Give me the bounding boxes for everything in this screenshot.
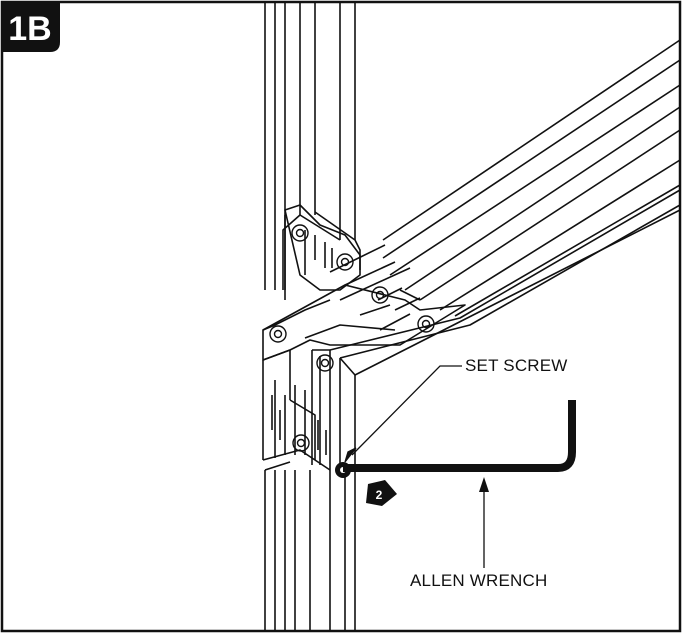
set-screw-label: SET SCREW <box>465 356 568 375</box>
allen-wrench-label: ALLEN WRENCH <box>410 571 548 590</box>
upper-bracket <box>284 204 361 291</box>
figure-badge-label: 1B <box>8 10 51 48</box>
frame-linework <box>262 2 681 631</box>
set-screw-leader <box>344 365 462 463</box>
allen-wrench-leader <box>479 477 489 568</box>
step-marker-label: 2 <box>376 488 383 502</box>
lower-post <box>262 449 356 631</box>
figure-badge-shape <box>2 2 60 52</box>
upper-post <box>264 2 361 300</box>
allen-wrench <box>343 400 576 472</box>
step-marker: 2 <box>366 480 397 506</box>
figure-badge: 1B <box>2 2 60 52</box>
lower-bracket <box>262 360 327 460</box>
diagonal-rails <box>329 39 681 331</box>
bracket-screws <box>269 224 435 452</box>
